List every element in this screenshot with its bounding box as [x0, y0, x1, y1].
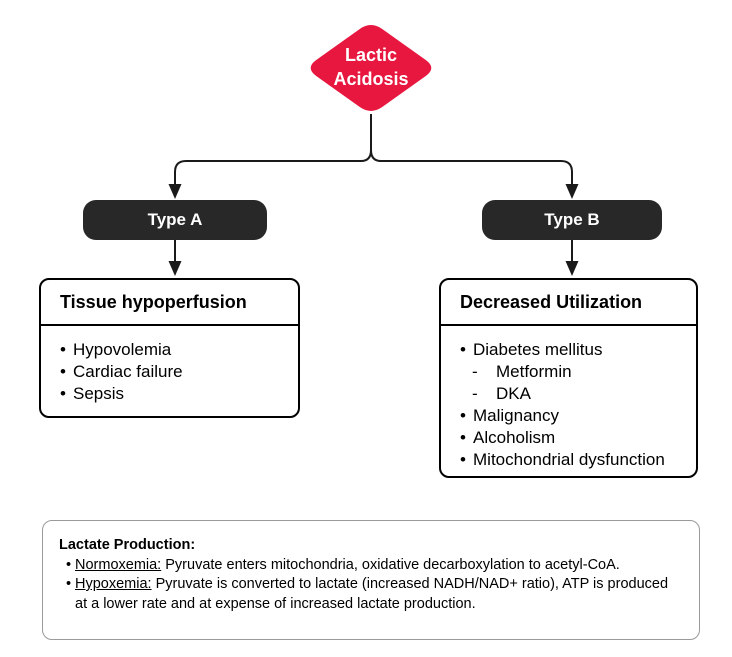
- node-type-a-label: Type A: [147, 210, 203, 229]
- node-type-a: Type A: [83, 200, 267, 240]
- note-bullet-list: Normoxemia: Pyruvate enters mitochondria…: [59, 556, 681, 615]
- note-title: Lactate Production:: [59, 537, 196, 553]
- arrowhead-type-a: [168, 184, 182, 199]
- lactic-acidosis-diamond: [310, 25, 432, 111]
- arrowhead-card-b: [565, 261, 579, 276]
- card-item-list: Hypovolemia Cardiac failure Sepsis: [41, 326, 298, 405]
- list-subitem: Metformin: [472, 361, 688, 383]
- root-node-label: Lactic Acidosis: [333, 45, 409, 89]
- note-text: Pyruvate is converted to lactate (increa…: [75, 576, 669, 612]
- note-term: Normoxemia:: [75, 556, 162, 573]
- connector-root-to-type-b: [370, 149, 573, 185]
- arrowhead-type-b: [565, 184, 579, 199]
- list-item: Mitochondrial dysfunction: [460, 449, 688, 471]
- card-title: Decreased Utilization: [441, 280, 696, 326]
- arrowhead-card-a: [168, 261, 182, 276]
- list-item: Cardiac failure: [60, 361, 290, 383]
- card-decreased-utilization: Decreased Utilization Diabetes mellitus …: [439, 278, 698, 478]
- list-item: Diabetes mellitus: [460, 339, 688, 361]
- list-subitem: DKA: [472, 383, 688, 405]
- node-type-b-label: Type B: [544, 210, 600, 229]
- list-item: Hypovolemia: [60, 339, 290, 361]
- list-item: Alcoholism: [460, 427, 688, 449]
- card-item-list: Diabetes mellitus Metformin DKA Malignan…: [441, 326, 696, 471]
- node-type-b: Type B: [482, 200, 662, 240]
- list-item: Malignancy: [460, 405, 688, 427]
- card-title: Tissue hypoperfusion: [41, 280, 298, 326]
- card-tissue-hypoperfusion: Tissue hypoperfusion Hypovolemia Cardiac…: [39, 278, 300, 418]
- list-item: Sepsis: [60, 383, 290, 405]
- note-text: Pyruvate enters mitochondria, oxidative …: [165, 556, 620, 573]
- lactate-production-note: Lactate Production: Normoxemia: Pyruvate…: [42, 520, 700, 640]
- note-term: Hypoxemia:: [75, 576, 152, 592]
- note-bullet: Normoxemia: Pyruvate enters mitochondria…: [59, 556, 681, 576]
- note-bullet: Hypoxemia: Pyruvate is converted to lact…: [59, 575, 681, 614]
- connector-root-to-type-a: [174, 149, 372, 185]
